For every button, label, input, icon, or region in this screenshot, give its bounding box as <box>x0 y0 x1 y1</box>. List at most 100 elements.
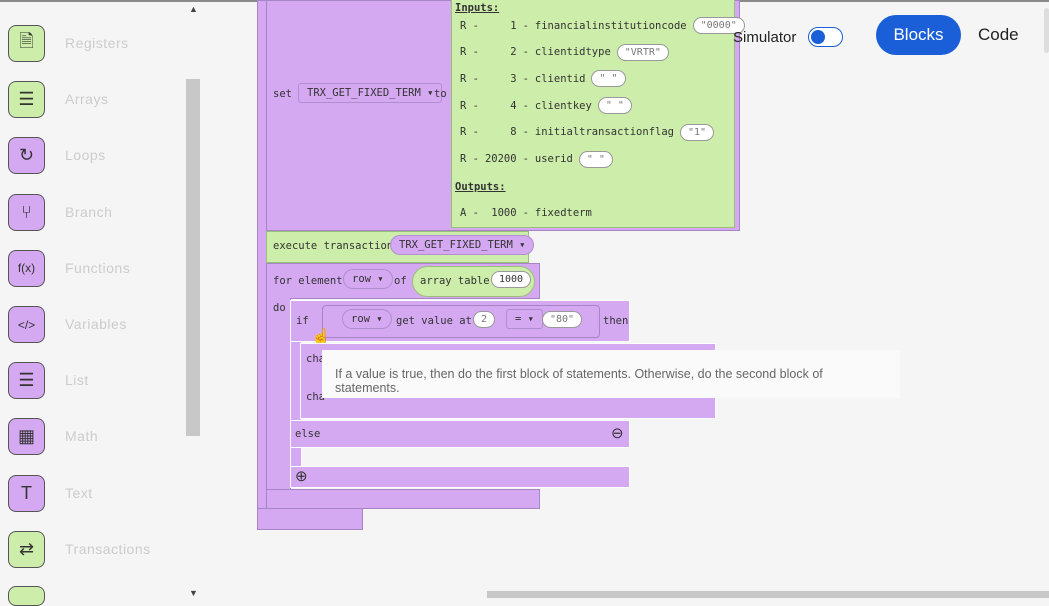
simulator-toggle[interactable] <box>808 27 843 47</box>
scroll-down-arrow-icon[interactable]: ▼ <box>189 588 198 598</box>
outputs-label: Outputs: <box>455 181 506 193</box>
input-mode: R - <box>460 72 479 85</box>
output-number: 1000 <box>484 207 517 219</box>
list-icon[interactable]: ☰ <box>8 81 45 119</box>
input-value[interactable]: "1" <box>679 123 715 141</box>
change-label-1: cha <box>306 353 325 365</box>
sidebar-item-label[interactable]: List <box>65 372 89 389</box>
input-row: R -20200-userid" " <box>460 150 613 168</box>
compare-value-input[interactable]: "80" <box>542 311 583 328</box>
for-each-body <box>266 298 291 492</box>
sidebar-item-label[interactable]: Math <box>65 428 99 445</box>
sidebar-item-label[interactable]: Transactions <box>65 540 151 557</box>
row-dropdown-2[interactable]: row ▾ <box>342 309 392 329</box>
blocks-tab[interactable]: Blocks <box>876 15 961 55</box>
sidebar-scrollbar[interactable] <box>186 79 200 436</box>
output-row: A - 1000 - fixedterm <box>460 207 592 219</box>
input-number: 1 <box>484 19 517 32</box>
row-var-2: row <box>351 313 370 325</box>
input-value[interactable]: "VRTR" <box>616 43 669 61</box>
calculator-icon[interactable]: ▦ <box>8 418 45 456</box>
transaction-block[interactable] <box>451 0 735 228</box>
of-label: of <box>394 275 407 287</box>
input-row: R - 8-initialtransactionflag"1" <box>460 123 715 141</box>
to-label: to <box>434 88 447 100</box>
then-label: then <box>603 315 629 327</box>
operator: = <box>515 313 522 325</box>
category-partial-icon[interactable] <box>8 586 45 606</box>
variable-dropdown[interactable]: TRX_GET_FIXED_TERM ▾ <box>298 83 443 103</box>
if-bottom <box>290 466 630 488</box>
input-row: R - 3-clientid" " <box>460 70 626 88</box>
swap-icon[interactable]: ⇄ <box>8 530 45 568</box>
operator-dropdown[interactable]: = ▾ <box>506 309 543 329</box>
sidebar-item-label[interactable]: Arrays <box>65 91 109 108</box>
input-value[interactable]: "0000" <box>692 17 745 34</box>
change-label-2: cha <box>306 391 325 403</box>
input-mode: R - <box>460 99 479 112</box>
input-mode: R - <box>460 126 479 139</box>
get-value-label: get value at <box>396 315 472 327</box>
inputs-label: Inputs: <box>455 2 500 14</box>
sidebar-item-label[interactable]: Loops <box>65 147 106 164</box>
sidebar-item-label[interactable]: Text <box>65 484 93 501</box>
add-branch-icon[interactable]: ⊕ <box>295 468 308 485</box>
tooltip: If a value is true, then do the first bl… <box>322 350 900 398</box>
input-name: financialinstitutioncode <box>534 19 687 32</box>
remove-else-icon[interactable]: ⊖ <box>611 425 624 442</box>
input-value[interactable]: " " <box>591 70 626 88</box>
input-value[interactable]: " " <box>578 150 613 168</box>
hand-cursor-icon: ☝ <box>311 329 331 346</box>
code-tab[interactable]: Code <box>978 25 1019 44</box>
transaction-dropdown[interactable]: TRX_GET_FIXED_TERM ▾ <box>390 235 535 255</box>
input-number: 20200 <box>484 153 517 165</box>
input-row: R - 1-financialinstitutioncode"0000" <box>460 17 745 34</box>
sidebar-item-label[interactable]: Functions <box>65 259 131 276</box>
document-icon[interactable]: 🗎 <box>8 25 45 62</box>
else-row <box>290 420 630 448</box>
sidebar-item-label[interactable]: Branch <box>65 203 113 220</box>
set-label: set <box>273 88 292 100</box>
input-number: 2 <box>484 46 517 59</box>
list-icon[interactable]: ☰ <box>8 362 45 400</box>
execute-label: execute transaction <box>273 240 394 252</box>
sidebar-item-label[interactable]: Variables <box>65 316 127 332</box>
array-value-input[interactable]: 1000 <box>491 271 532 288</box>
branch-icon[interactable]: ⑂ <box>8 193 45 231</box>
parent-block-bottom[interactable] <box>257 508 363 530</box>
loop-icon[interactable]: ↻ <box>8 137 45 175</box>
input-name: clientidtype <box>534 46 611 59</box>
input-number: 3 <box>484 72 517 85</box>
variable-name: TRX_GET_FIXED_TERM <box>307 87 421 99</box>
toggle-knob <box>811 30 825 44</box>
scroll-up-arrow-icon[interactable]: ▲ <box>189 4 198 14</box>
input-value[interactable]: " " <box>597 97 632 115</box>
function-icon[interactable]: f(x) <box>8 249 45 287</box>
output-name: fixedterm <box>534 207 592 219</box>
input-name: clientkey <box>534 99 592 112</box>
workspace-horizontal-scrollbar[interactable] <box>487 591 1049 598</box>
compare-block[interactable] <box>322 305 600 338</box>
input-row: R - 4-clientkey" " <box>460 97 632 115</box>
sidebar-item-label[interactable]: Registers <box>65 35 129 51</box>
index-input[interactable]: 2 <box>473 311 496 328</box>
input-number: 4 <box>484 99 517 112</box>
array-label: array table <box>420 275 490 287</box>
input-mode: R - <box>460 153 479 165</box>
for-each-bottom <box>266 489 540 509</box>
row-dropdown[interactable]: row ▾ <box>343 269 393 289</box>
simulator-label: Simulator <box>733 29 797 46</box>
output-mode: A - <box>460 207 479 219</box>
if-label: if <box>296 315 309 327</box>
input-name: userid <box>534 153 573 165</box>
do-label: do <box>273 302 286 314</box>
for-element-label: for element <box>273 275 343 287</box>
code-icon[interactable]: </> <box>8 306 45 343</box>
input-mode: R - <box>460 46 479 59</box>
input-number: 8 <box>484 126 517 139</box>
input-name: initialtransactionflag <box>534 126 674 139</box>
row-var: row <box>352 273 371 285</box>
text-icon[interactable]: T <box>8 474 45 512</box>
input-mode: R - <box>460 19 479 32</box>
input-name: clientid <box>534 72 586 85</box>
